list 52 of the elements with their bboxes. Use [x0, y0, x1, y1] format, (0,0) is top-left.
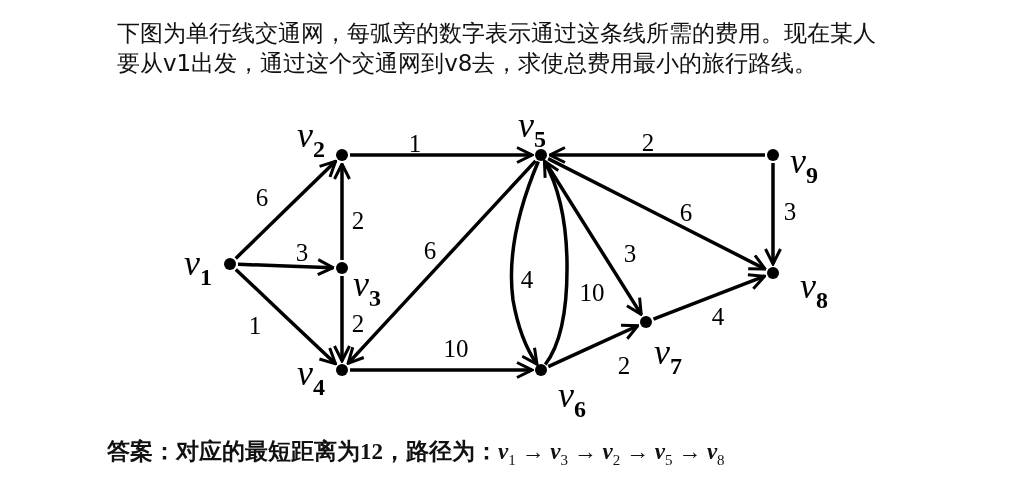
problem-text: 下图为单行线交通网，每弧旁的数字表示通过这条线所需的费用。现在某人要从v1出发，通过这个交通网到v8去，求使总费用最小的旅行路线。: [117, 19, 877, 78]
arrow: [509, 160, 540, 366]
arrow: [237, 258, 335, 277]
edge-label: 4: [711, 303, 725, 329]
vertex-dot: [767, 149, 779, 161]
edge-label: 10: [443, 335, 469, 361]
arrow: [350, 146, 534, 164]
edge-label: 3: [783, 198, 797, 224]
arrow: [234, 159, 338, 260]
vertex-label: v$_{9}$: [790, 143, 818, 190]
edge-label: 6: [423, 237, 437, 263]
edge-label: 4: [520, 266, 534, 292]
arrow: [652, 273, 767, 321]
arrow: [333, 276, 351, 363]
answer-text: 答案：对应的最短距离为12，路径为：v$_{1}$ → v$_{3}$ → v$_{2}$ → v$_{5}$ → v$_{8}$: [107, 438, 725, 469]
vertex-label: v$_{4}$: [297, 355, 325, 402]
vertex-dot: [640, 316, 652, 328]
arrow: [346, 159, 537, 365]
edge-label: 2: [641, 129, 655, 155]
arrow: [350, 361, 534, 379]
edge-label: 6: [255, 184, 269, 210]
edge-label: 2: [351, 207, 365, 233]
arrow: [543, 160, 643, 316]
vertex-label: v$_{6}$: [558, 377, 586, 424]
arrow: [764, 163, 782, 266]
vertex-dot: [767, 267, 779, 279]
edge-label: 2: [351, 310, 365, 336]
arrow: [234, 268, 337, 366]
vertex-dot: [336, 149, 348, 161]
arrow: [547, 323, 640, 369]
vertex-dot: [535, 364, 547, 376]
vertex-label: v$_{3}$: [353, 266, 381, 313]
vertex-dot: [336, 262, 348, 274]
edge-label: 3: [295, 239, 309, 265]
arrow: [542, 159, 569, 366]
vertex-dot: [224, 258, 236, 270]
edge-label: 2: [617, 352, 631, 378]
arrow: [548, 146, 765, 164]
vertex-label: v$_{2}$: [297, 117, 325, 164]
edge-label: 3: [623, 240, 637, 266]
edge-label: 1: [248, 312, 262, 338]
vertex-dot: [535, 149, 547, 161]
edge-label: 1: [408, 130, 422, 156]
arrow: [547, 157, 767, 271]
edge-label: 6: [679, 199, 693, 225]
vertex-label: v$_{7}$: [654, 334, 682, 381]
edge-label: 10: [579, 279, 605, 305]
vertex-label: v$_{8}$: [800, 268, 828, 315]
vertex-dot: [336, 364, 348, 376]
vertex-label: v$_{1}$: [184, 245, 212, 292]
arrow: [333, 162, 351, 260]
vertex-label: v$_{5}$: [518, 107, 546, 154]
